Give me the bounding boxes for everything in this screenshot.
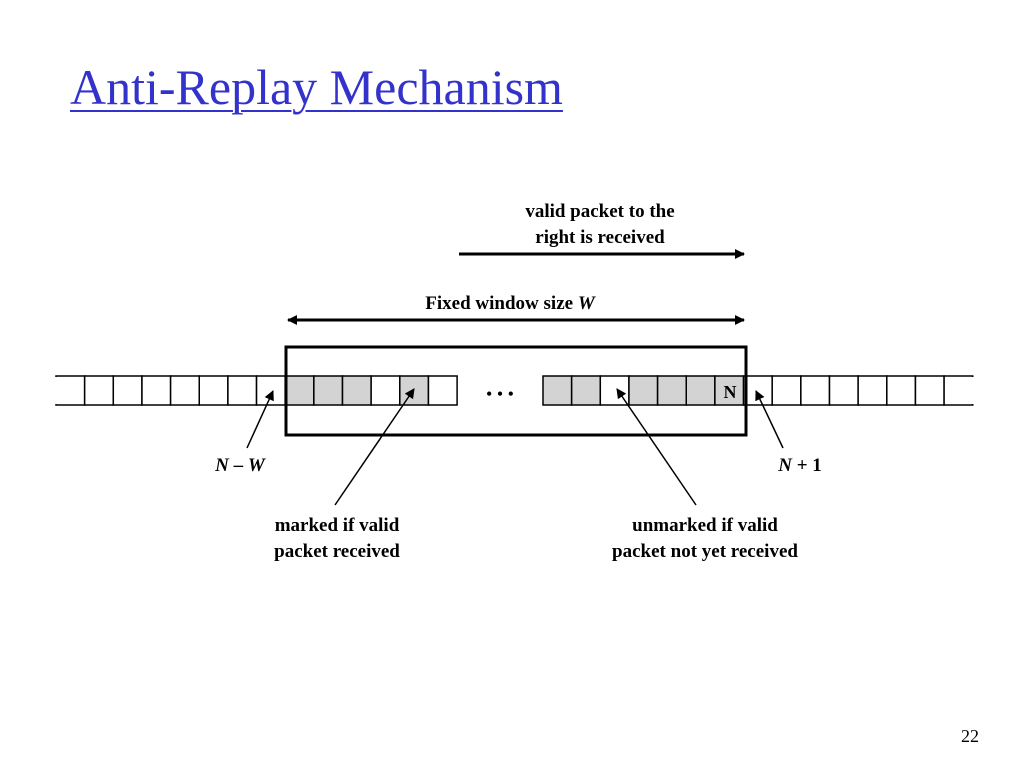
valid-right-label: valid packet to the right is received [480, 199, 720, 251]
open-end [55, 377, 58, 404]
ellipsis: • • • [486, 384, 514, 404]
label-var: N [778, 455, 792, 476]
unmarked-arrow [616, 388, 697, 506]
n-minus-w-label: N – W [190, 453, 290, 479]
window-cell [169, 375, 201, 406]
window-cell-marked [399, 375, 430, 406]
label-text: Fixed window size [425, 293, 578, 314]
window-cell [742, 375, 773, 406]
n-plus-1-label: N + 1 [750, 453, 850, 479]
n-plus-1-arrow [755, 390, 784, 449]
unmarked-label: unmarked if valid packet not yet receive… [575, 513, 835, 565]
window-cell [141, 375, 172, 406]
n-minus-w-arrow [246, 390, 274, 449]
window-cell-marked [656, 375, 687, 406]
label-var: N [215, 455, 229, 476]
marked-label: marked if valid packet received [217, 513, 457, 565]
label-line: valid packet to the [525, 201, 675, 222]
window-cell [800, 375, 831, 406]
window-cell [370, 375, 401, 406]
window-cell-marked [341, 375, 372, 406]
window-cell [828, 375, 859, 406]
window-cell [943, 375, 974, 406]
slide-title: Anti-Replay Mechanism [70, 59, 563, 115]
window-cell-marked [685, 375, 716, 406]
marked-arrow [334, 388, 415, 506]
window-cell-marked [284, 375, 315, 406]
label-line: unmarked if valid [632, 515, 778, 536]
window-cell [112, 375, 143, 406]
n-cell-label: N [724, 382, 737, 402]
window-cell [427, 375, 458, 406]
window-cell [886, 375, 917, 406]
label-line: marked if valid [274, 515, 400, 536]
window-cell [227, 375, 258, 406]
window-cell-marked [542, 375, 573, 406]
window-cell-marked [714, 375, 745, 406]
label-line: packet received [274, 541, 400, 562]
label-text: – [228, 455, 248, 476]
window-cell [771, 375, 802, 406]
window-cell [55, 375, 86, 406]
window-cell [198, 375, 229, 406]
window-cell [83, 375, 115, 406]
label-text: + 1 [791, 455, 822, 476]
label-line: packet not yet received [612, 541, 798, 562]
label-line: right is received [535, 227, 665, 248]
window-cell [914, 375, 945, 406]
window-cell-marked [313, 375, 344, 406]
window-cell [857, 375, 888, 406]
window-cell-marked [570, 375, 602, 406]
fixed-window-label: Fixed window size W [380, 291, 640, 317]
page-number: 22 [961, 726, 979, 746]
window-box [284, 345, 748, 437]
window-cell [255, 375, 286, 406]
window-cell-marked [628, 375, 659, 406]
label-var: W [577, 293, 595, 314]
open-end [971, 377, 975, 404]
label-var: W [247, 455, 265, 476]
